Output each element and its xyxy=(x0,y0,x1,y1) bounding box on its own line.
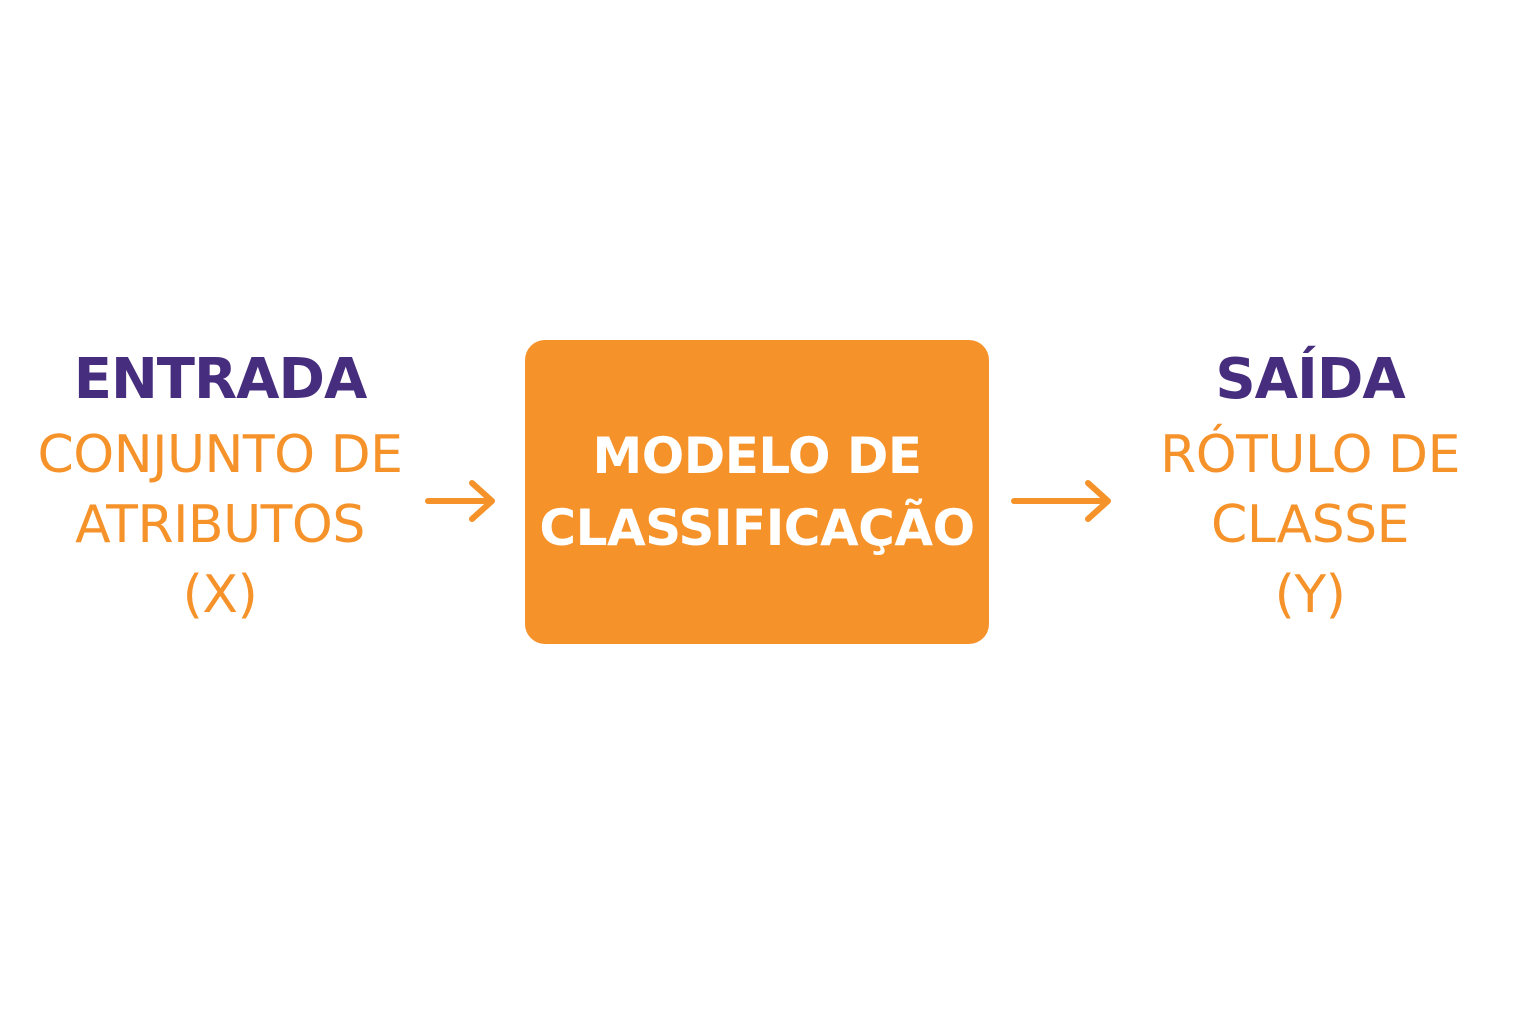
input-label-line-2: ATRIBUTOS xyxy=(75,495,365,555)
right-arrow-icon xyxy=(1011,480,1111,522)
output-label-line-2: CLASSE xyxy=(1211,495,1409,555)
input-label-line-1: CONJUNTO DE xyxy=(37,425,403,485)
input-heading: ENTRADA xyxy=(73,347,368,412)
output-label-line-3: (Y) xyxy=(1274,565,1346,625)
input-column: ENTRADA CONJUNTO DE ATRIBUTOS (X) xyxy=(20,352,420,630)
model-label-line-2: CLASSIFICAÇÃO xyxy=(539,499,975,557)
classification-model-box: MODELO DE CLASSIFICAÇÃO xyxy=(525,340,989,644)
output-label-line-1: RÓTULO DE xyxy=(1160,425,1460,485)
right-arrow-icon xyxy=(425,480,495,522)
output-column: SAÍDA RÓTULO DE CLASSE (Y) xyxy=(1110,352,1510,630)
output-heading: SAÍDA xyxy=(1215,347,1405,412)
model-label-line-1: MODELO DE xyxy=(592,427,922,485)
input-label-line-3: (X) xyxy=(182,565,258,625)
